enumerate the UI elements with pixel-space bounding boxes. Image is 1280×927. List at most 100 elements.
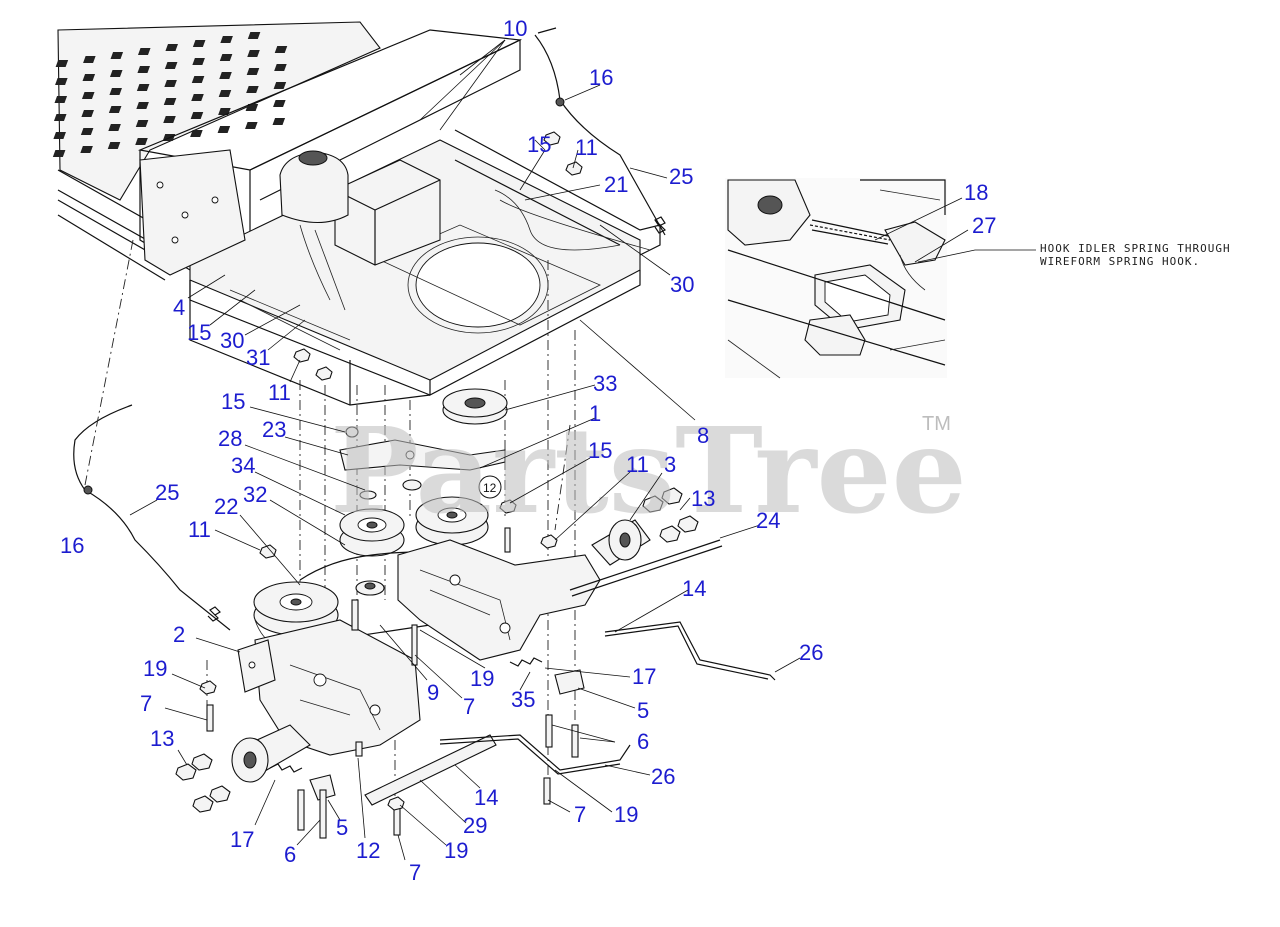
- deck-hole: [135, 120, 149, 127]
- deck-hole: [192, 58, 205, 65]
- deck-hole: [83, 56, 96, 63]
- deck-hole: [82, 74, 96, 81]
- callout-19: 19: [143, 656, 167, 681]
- deck-hole: [108, 106, 122, 113]
- deck-hole: [80, 146, 93, 153]
- callout-10: 10: [503, 16, 527, 41]
- callout-11: 11: [268, 380, 291, 405]
- callout-11: 11: [188, 517, 211, 542]
- deck-hole: [218, 90, 232, 97]
- deck-hole-grid: [52, 32, 288, 157]
- deck-hole: [109, 88, 122, 95]
- callout-32: 32: [243, 482, 267, 507]
- callout-4: 4: [173, 295, 185, 320]
- nut-set: [199, 131, 583, 811]
- callout-23: 23: [262, 417, 286, 442]
- callout-33: 33: [593, 371, 617, 396]
- deck-hole: [220, 36, 233, 43]
- callout-1: 1: [589, 401, 601, 426]
- callout-19: 19: [614, 802, 638, 827]
- callout-26: 26: [799, 640, 823, 665]
- callout-24: 24: [756, 508, 780, 533]
- deck-hole: [272, 118, 286, 125]
- deck-hole: [247, 32, 261, 39]
- callout-8: 8: [697, 423, 709, 448]
- deck-hole: [53, 132, 66, 139]
- deck-hole: [137, 66, 150, 73]
- callout-14: 14: [682, 576, 706, 601]
- deck-hole: [136, 102, 149, 109]
- callout-21: 21: [604, 172, 628, 197]
- deck-hole: [110, 52, 124, 59]
- deck-hole: [273, 100, 286, 107]
- deck-hole: [164, 62, 178, 69]
- callout-25: 25: [669, 164, 693, 189]
- deck-hole: [137, 48, 151, 55]
- deck-hole: [217, 126, 231, 133]
- callout-12: 12: [356, 838, 380, 863]
- callout-30: 30: [670, 272, 694, 297]
- leader-lines: [129, 39, 969, 861]
- deck-hole: [109, 70, 123, 77]
- deck-hole: [190, 130, 203, 137]
- callout-16: 16: [60, 533, 84, 558]
- deck-hole: [246, 86, 259, 93]
- callout-11: 11: [626, 452, 649, 477]
- callout-17: 17: [230, 827, 254, 852]
- callout-15: 15: [588, 438, 612, 463]
- watermark-tm: TM: [922, 413, 951, 435]
- callout-34: 34: [231, 453, 255, 478]
- callout-5: 5: [637, 698, 649, 723]
- callout-19: 19: [470, 666, 494, 691]
- deck-hole: [165, 44, 178, 51]
- deck-hole: [273, 82, 287, 89]
- callout-13: 13: [691, 486, 715, 511]
- callout-7: 7: [140, 691, 152, 716]
- deck-hole: [247, 50, 260, 57]
- frame-assembly: [52, 21, 661, 406]
- callout-6: 6: [284, 842, 296, 867]
- callout-15: 15: [187, 320, 211, 345]
- deck-hole: [136, 84, 150, 91]
- deck-hole: [81, 92, 95, 99]
- deck-hole: [274, 64, 287, 71]
- deck-hole: [108, 124, 121, 131]
- callout-2: 2: [173, 622, 185, 647]
- deck-hole: [80, 128, 94, 135]
- callout-15: 15: [221, 389, 245, 414]
- callout-7: 7: [409, 860, 421, 885]
- deck-hole: [55, 60, 69, 67]
- callout-5: 5: [336, 815, 348, 840]
- deck-hole: [54, 96, 68, 103]
- callout-30: 30: [220, 328, 244, 353]
- cable-upper-right: [534, 27, 667, 236]
- callout-35: 35: [511, 687, 535, 712]
- callout-14: 14: [474, 785, 498, 810]
- deck-hole: [191, 94, 204, 101]
- callout-19: 19: [444, 838, 468, 863]
- inset-spring-detail: [725, 178, 947, 379]
- callout-6: 6: [637, 729, 649, 754]
- callout-7: 7: [574, 802, 586, 827]
- deck-hole: [191, 76, 205, 83]
- callout-29: 29: [463, 813, 487, 838]
- deck-hole: [219, 72, 232, 79]
- deck-hole: [53, 114, 67, 121]
- inset-note-line-2: WIREFORM SPRING HOOK.: [1040, 255, 1200, 268]
- callout-31: 31: [246, 345, 270, 370]
- deck-hole: [192, 40, 206, 47]
- callout-11: 11: [575, 135, 598, 160]
- callout-15: 15: [527, 132, 551, 157]
- callout-25: 25: [155, 480, 179, 505]
- deck-hole: [245, 122, 258, 129]
- cable-left: [73, 404, 231, 631]
- deck-hole: [219, 54, 233, 61]
- callout-12-circled: 12: [483, 481, 497, 495]
- deck-hole: [163, 98, 177, 105]
- deck-hole: [190, 112, 204, 119]
- deck-hole: [163, 116, 176, 123]
- callout-9: 9: [427, 680, 439, 705]
- callout-labels: 10 16 15 11 25 21 30 4 15 30 31 11 33 1 …: [60, 16, 996, 885]
- callout-16: 16: [589, 65, 613, 90]
